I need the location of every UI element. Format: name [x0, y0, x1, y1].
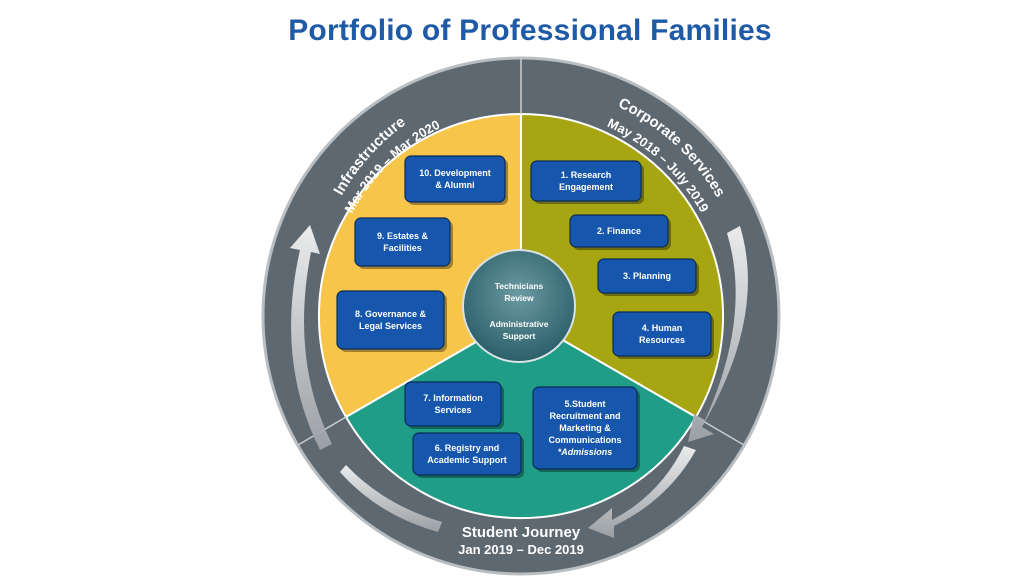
center-line-4: Support [503, 331, 536, 341]
family-label-line: 7. Information [423, 393, 483, 403]
family-box-background [612, 311, 712, 357]
cycle-arrow-bottom-left [340, 465, 442, 532]
center-line-2: Review [504, 293, 534, 303]
cycle-arrow-right [688, 226, 748, 442]
family-box-background [412, 432, 522, 476]
family-label-line: 1. Research [561, 170, 612, 180]
family-label-line: 10. Development [419, 168, 491, 178]
family-label-line: & Alumni [435, 180, 474, 190]
page-title: Portfolio of Professional Families [288, 14, 772, 47]
family-label-line: Engagement [559, 182, 613, 192]
cycle-arrow-left [290, 225, 332, 450]
family-label-line: Academic Support [427, 455, 507, 465]
center-circle [462, 249, 576, 363]
family-label-line: *Admissions [558, 447, 613, 457]
family-box-estates: 9. Estates & Facilities [354, 217, 453, 269]
family-box-background [404, 155, 506, 203]
family-box-background [404, 381, 502, 427]
student-label: Student Journey [462, 524, 581, 541]
family-label-line: 4. Human [642, 323, 683, 333]
family-box-development: 10. Development & Alumni [404, 155, 508, 205]
family-box-background [569, 214, 669, 248]
family-label-line: 6. Registry and [435, 443, 500, 453]
family-box-background [597, 258, 697, 294]
family-box-finance: 2. Finance [569, 214, 671, 250]
family-box-planning: 3. Planning [597, 258, 699, 296]
student-dates: Jan 2019 – Dec 2019 [458, 542, 584, 557]
family-label-line: Services [434, 405, 471, 415]
family-label-line: 9. Estates & [377, 231, 429, 241]
family-label-line: 3. Planning [623, 271, 671, 281]
center-line-3: Administrative [489, 319, 548, 329]
family-label-line: Resources [639, 335, 685, 345]
family-label-line: Communications [548, 435, 621, 445]
family-label-line: Marketing & [559, 423, 611, 433]
family-label-line: Facilities [383, 243, 422, 253]
family-label-line: 8. Governance & [355, 309, 427, 319]
family-label-line: 5.Student [564, 399, 605, 409]
family-box-background [336, 290, 445, 350]
family-box-background [530, 160, 642, 202]
family-box-background [354, 217, 451, 267]
cycle-arrow-bottom-right [588, 446, 696, 538]
family-box-background [532, 386, 638, 470]
family-label-line: 2. Finance [597, 226, 641, 236]
family-box-governance: 8. Governance & Legal Services [336, 290, 447, 352]
family-label-line: Legal Services [359, 321, 422, 331]
center-line-1: Technicians [495, 281, 544, 291]
family-label-line: Recruitment and [549, 411, 620, 421]
